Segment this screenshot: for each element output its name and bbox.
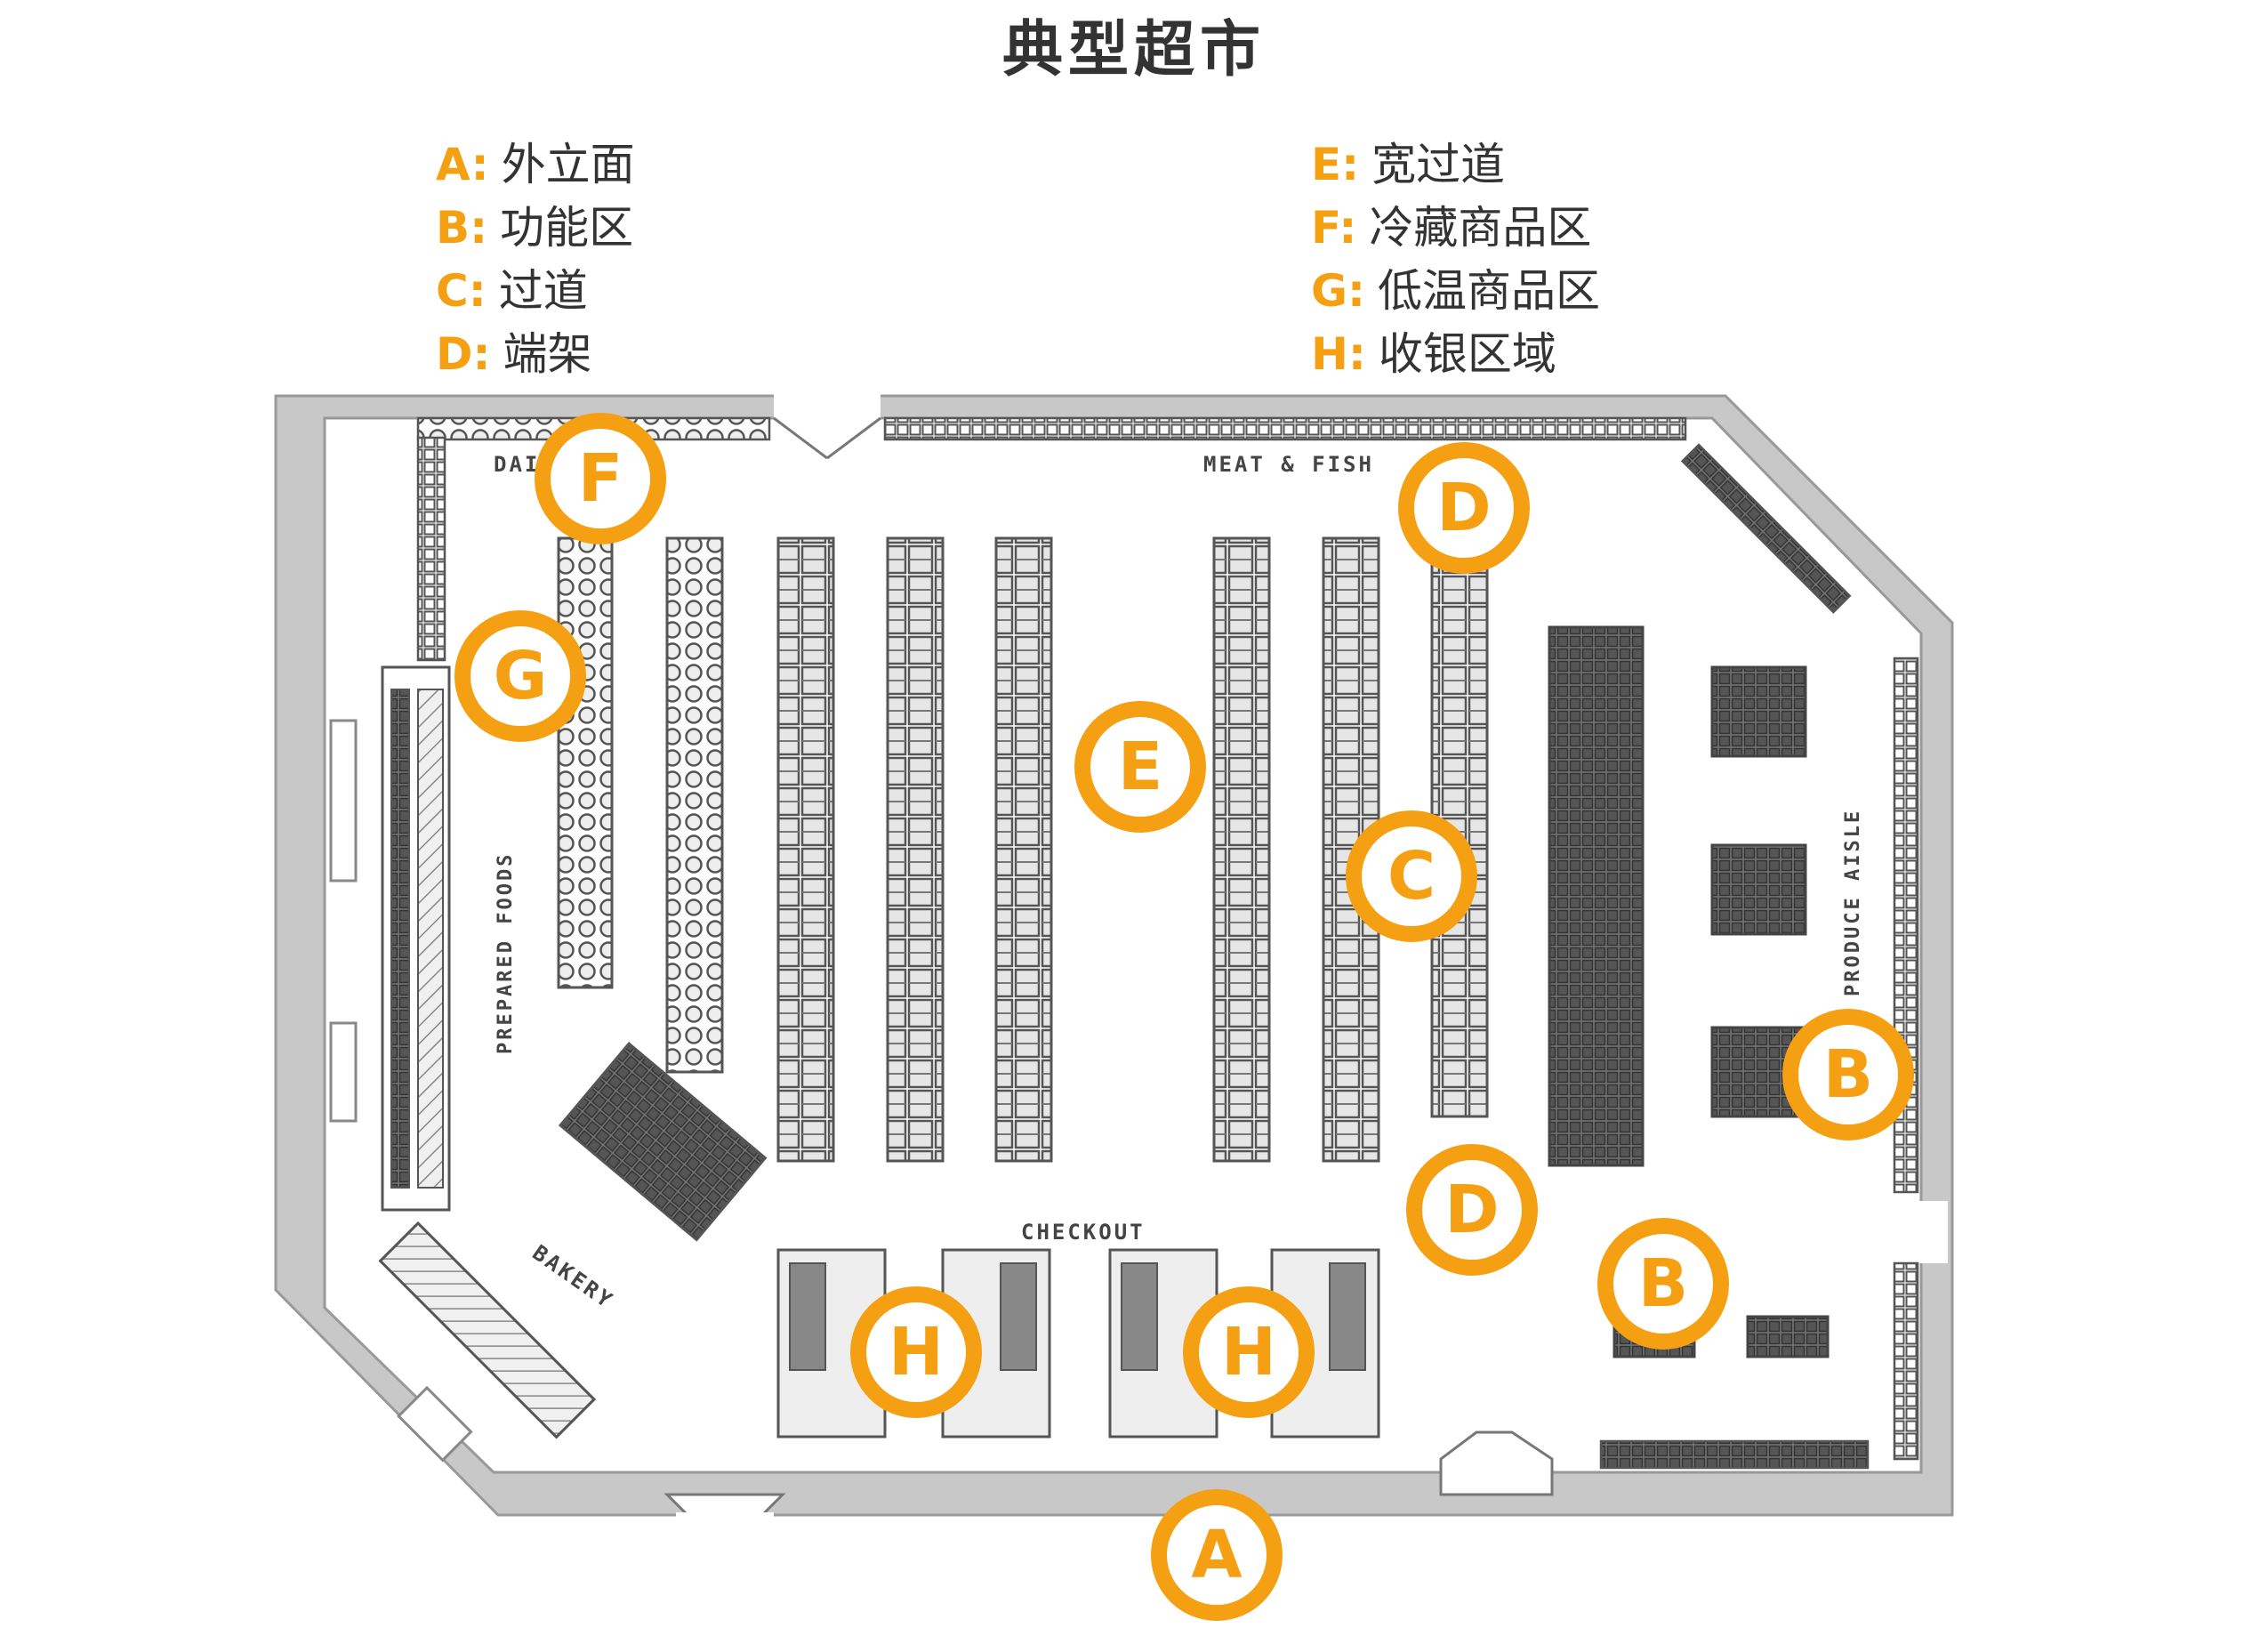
produce-cooler-diagonal [1680, 443, 1852, 614]
section-label-checkout: CHECKOUT [1021, 1220, 1146, 1245]
marker-b-right: B [1782, 1009, 1914, 1140]
marker-h-left: H [850, 1286, 982, 1418]
section-label-prepared-foods: PREPARED FOODS [495, 852, 517, 1054]
legend-left: A:外立面 B:功能区 C:过道 D:端架 [436, 133, 635, 386]
marker-c: C [1346, 810, 1477, 942]
marker-h-right: H [1183, 1286, 1315, 1418]
legend-label: 端架 [503, 328, 592, 380]
legend-item-d: D:端架 [436, 323, 635, 386]
front-entrance [1439, 1430, 1554, 1496]
page-title: 典型超市 [1001, 15, 1266, 85]
marker-f: F [535, 413, 666, 544]
marker-h-right-text: H [1221, 1314, 1276, 1390]
marker-a-text: A [1191, 1517, 1242, 1593]
section-label-meat-fish: MEAT & FISH [1203, 452, 1374, 477]
checkout-lanes [776, 1248, 1380, 1439]
front-cooler [1599, 1439, 1870, 1470]
marker-b-bottom: B [1597, 1218, 1729, 1350]
legend-key: G: [1311, 265, 1366, 317]
bottom-entrance [664, 1493, 786, 1566]
bakery-display [558, 1041, 768, 1242]
legend-label: 过道 [498, 265, 588, 317]
legend-right: E:宽过道 F:冷藏商品区 G:低温商品区 H:收银区域 [1311, 133, 1600, 386]
marker-g: G [454, 610, 586, 742]
marker-f-text: F [578, 440, 623, 517]
legend-item-a: A:外立面 [436, 133, 635, 197]
marker-d-top-text: D [1436, 470, 1491, 546]
legend-item-e: E:宽过道 [1311, 133, 1600, 197]
legend-item-h: H:收银区域 [1311, 323, 1600, 386]
marker-d-bottom: D [1406, 1144, 1538, 1276]
legend-key: E: [1311, 139, 1360, 190]
marker-e: E [1074, 701, 1206, 833]
marker-e-text: E [1118, 729, 1163, 805]
legend-key: A: [436, 139, 489, 190]
legend-label: 外立面 [501, 139, 635, 190]
legend-label: 冷藏商品区 [1369, 202, 1592, 254]
legend-item-c: C:过道 [436, 260, 635, 323]
marker-c-text: C [1387, 838, 1436, 915]
legend-item-b: B:功能区 [436, 197, 635, 260]
legend-label: 功能区 [500, 202, 634, 254]
legend-key: D: [436, 328, 491, 380]
aisle-shelving [557, 536, 1489, 1163]
legend-label: 低温商品区 [1378, 265, 1601, 317]
top-entrance [773, 391, 881, 460]
legend-key: H: [1311, 328, 1366, 380]
marker-b-right-text: B [1823, 1036, 1873, 1113]
wall-cooler-right [1893, 1261, 1919, 1461]
legend-item-f: F:冷藏商品区 [1311, 197, 1600, 260]
marker-b-bottom-text: B [1638, 1245, 1688, 1322]
section-label-produce-aisle: PRODUCE AISLE [1842, 809, 1864, 996]
legend-item-g: G:低温商品区 [1311, 260, 1600, 323]
left-cooler [416, 436, 446, 662]
legend-key: F: [1311, 202, 1357, 254]
marker-g-text: G [494, 638, 548, 714]
marker-d-top: D [1398, 442, 1530, 574]
legend-key: C: [436, 265, 487, 317]
bakery-counter [378, 1221, 597, 1463]
marker-h-left-text: H [889, 1314, 944, 1390]
meat-cooler [883, 416, 1687, 441]
legend-label: 收银区域 [1378, 328, 1556, 380]
prepared-foods-counter [329, 665, 451, 1212]
marker-d-bottom-text: D [1444, 1172, 1499, 1248]
wall-gap [1894, 1201, 1948, 1263]
marker-a: A [1151, 1489, 1283, 1621]
legend-label: 宽过道 [1371, 139, 1506, 190]
legend-key: B: [436, 202, 488, 254]
